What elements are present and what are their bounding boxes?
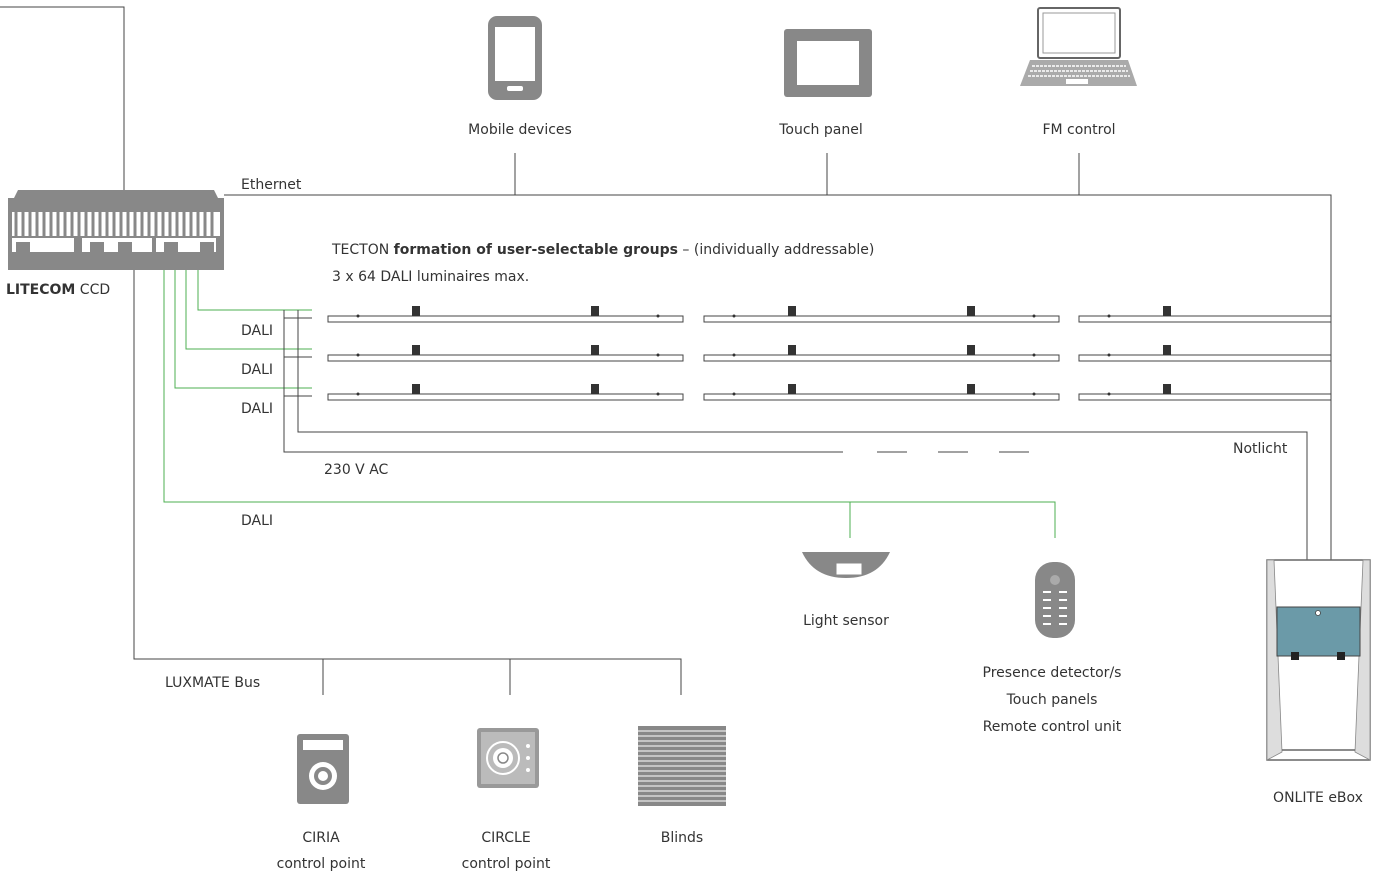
- touch-panel-label: Touch panel: [778, 122, 862, 138]
- luminaire: [703, 345, 1060, 362]
- dali-line-row2: [185, 270, 312, 350]
- dali-label-row2: DALI: [241, 362, 273, 378]
- fm-control-label: FM control: [1042, 122, 1115, 138]
- remote-control-icon: [1035, 562, 1075, 638]
- ciria-sub-label: control point: [277, 856, 366, 872]
- dali-label-row3: DALI: [241, 401, 273, 417]
- power-line: [283, 310, 843, 453]
- emergency-line: [297, 310, 1308, 560]
- onlite-ebox-icon: [1266, 559, 1371, 761]
- tecton-title: TECTON formation of user-selectable grou…: [331, 242, 874, 258]
- luxmate-bus-line: [133, 270, 682, 695]
- mobile-devices-label: Mobile devices: [468, 122, 572, 138]
- luminaire: [1078, 306, 1332, 323]
- controller-uplink-line: [0, 6, 125, 190]
- ciria-label: CIRIA: [302, 830, 340, 846]
- luminaire: [1078, 345, 1332, 362]
- remote-control-label: Remote control unit: [983, 719, 1122, 735]
- tecton-max-label: 3 x 64 DALI luminaires max.: [332, 269, 529, 285]
- touch-panel-icon: [784, 29, 872, 97]
- ethernet-line: [224, 194, 1332, 560]
- blinds-label: Blinds: [661, 830, 703, 846]
- light-sensor-icon: [802, 552, 890, 578]
- onlite-ebox-label: ONLITE eBox: [1273, 790, 1363, 806]
- luxmate-bus-label: LUXMATE Bus: [165, 675, 260, 691]
- dali-sensor-line: [163, 270, 1056, 538]
- dali-line-row3: [174, 270, 312, 389]
- litecom-controller-icon: [8, 190, 224, 270]
- circle-label: CIRCLE: [481, 830, 530, 846]
- touch-panels-label: Touch panels: [1006, 692, 1098, 708]
- ethernet-label: Ethernet: [241, 177, 302, 193]
- litecom-ccd-label: LITECOM CCD: [6, 282, 110, 298]
- luminaire: [1078, 384, 1332, 401]
- circle-control-icon: [477, 728, 539, 788]
- ciria-control-icon: [297, 734, 349, 804]
- luminaire-grid: [327, 306, 1332, 401]
- dali-label-row1: DALI: [241, 323, 273, 339]
- presence-detector-label: Presence detector/s: [983, 665, 1122, 681]
- dali-line-row1: [197, 270, 312, 311]
- dali-sensor-label: DALI: [241, 513, 273, 529]
- luminaire: [327, 306, 684, 323]
- luminaire: [703, 306, 1060, 323]
- light-sensor-label: Light sensor: [803, 613, 889, 629]
- luminaire: [327, 345, 684, 362]
- notlicht-label: Notlicht: [1233, 441, 1288, 457]
- luminaire: [327, 384, 684, 401]
- power-label: 230 V AC: [324, 462, 389, 478]
- blinds-icon: [638, 726, 726, 806]
- laptop-icon: [1020, 7, 1137, 86]
- circle-sub-label: control point: [462, 856, 551, 872]
- mobile-device-icon: [488, 16, 542, 100]
- luminaire: [703, 384, 1060, 401]
